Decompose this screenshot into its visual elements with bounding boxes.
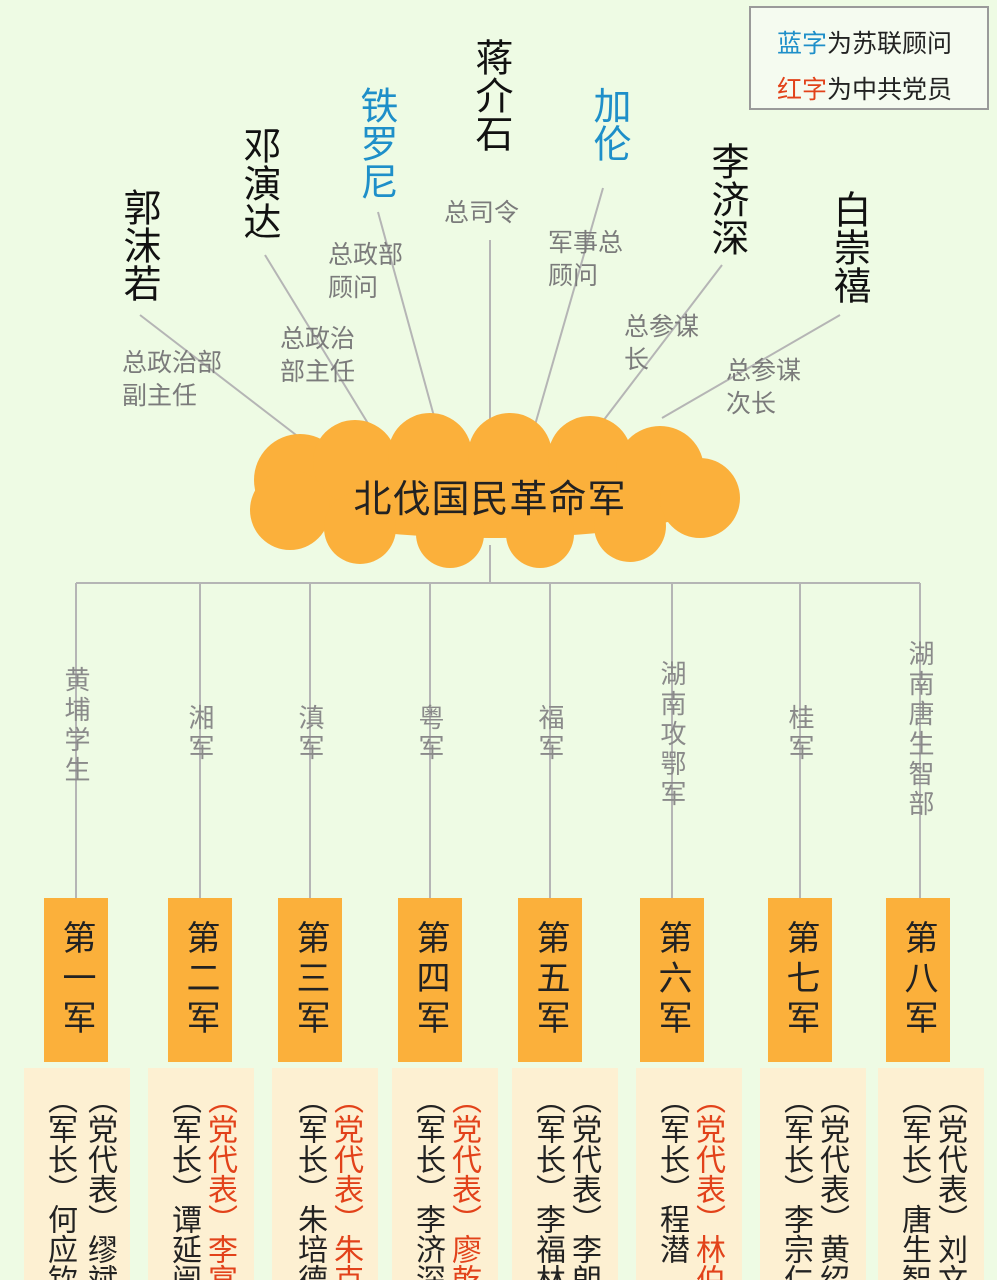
army-origin: 湖南攻鄂军 <box>656 660 686 810</box>
connector-guo <box>139 314 301 439</box>
army-leadership-box: （党代表）李朗 （军长）李福林 <box>512 1068 618 1280</box>
role-line: 副主任 <box>122 381 198 410</box>
role-line: 顾问 <box>548 261 599 290</box>
leader-name: 铁罗尼 <box>354 86 398 200</box>
role-line: 军事总 <box>548 228 624 257</box>
role-line: 总司令 <box>444 198 520 227</box>
legend-row-blue: 蓝字为苏联顾问 <box>777 24 952 60</box>
army-box: 第二军 <box>168 898 232 1062</box>
leader-name: 白崇禧 <box>827 190 871 304</box>
army-origin: 黄埔学生 <box>60 666 90 786</box>
leader-name: 邓演达 <box>237 126 281 240</box>
army-leadership-box: （党代表）朱克 （军长）朱培德 <box>272 1068 378 1280</box>
army-box: 第六军 <box>640 898 704 1062</box>
party-rep: （党代表）朱克 <box>328 1084 363 1280</box>
army-commander: （军长）程潜 <box>654 1084 689 1264</box>
connector-bai <box>661 314 841 419</box>
role-line: 长 <box>624 345 650 374</box>
legend-box: 蓝字为苏联顾问 红字为中共党员 <box>749 6 989 110</box>
leader-name: 加伦 <box>587 86 631 162</box>
leader-role: 总政治部副主任 <box>122 346 222 412</box>
party-rep: （党代表）刘文 <box>932 1084 967 1280</box>
army-leadership-box: （党代表）刘文 （军长）唐生智 <box>878 1068 984 1280</box>
leader-name: 蒋介石 <box>469 38 513 152</box>
party-rep: （党代表）黄绍 <box>814 1084 849 1280</box>
army-origin: 粤军 <box>414 704 444 764</box>
party-rep: （党代表）李朗 <box>566 1084 601 1280</box>
army-leadership-box: （党代表）李富 （军长）谭延闿 <box>148 1068 254 1280</box>
party-rep: （党代表）林伯 <box>690 1084 725 1280</box>
leader-role: 总政部顾问 <box>328 238 403 304</box>
role-line: 部主任 <box>280 357 356 386</box>
party-rep: （党代表）廖乾 <box>446 1084 481 1280</box>
army-origin: 湘军 <box>184 704 214 764</box>
army-box: 第八军 <box>886 898 950 1062</box>
army-commander: （军长）李福林 <box>530 1084 565 1280</box>
legend-row-red: 红字为中共党员 <box>777 70 952 106</box>
army-origin: 桂军 <box>784 704 814 764</box>
connector-li <box>599 264 723 426</box>
army-commander: （军长）谭延闿 <box>166 1084 201 1280</box>
connector-jialun <box>534 187 604 426</box>
army-commander: （军长）唐生智 <box>896 1084 931 1280</box>
leader-role: 总政治部主任 <box>280 322 355 388</box>
army-origin: 滇军 <box>294 704 324 764</box>
army-leadership-box: （党代表）缪斌 （军长）何应钦 <box>24 1068 130 1280</box>
party-rep: （党代表）缪斌 <box>82 1084 117 1280</box>
leader-role: 总参谋次长 <box>726 354 801 420</box>
leader-role: 军事总顾问 <box>548 226 623 292</box>
army-commander: （军长）朱培德 <box>292 1084 327 1280</box>
army-origin: 湖南唐生智部 <box>904 640 934 820</box>
army-leadership-box: （党代表）林伯 （军长）程潜 <box>636 1068 742 1280</box>
army-leadership-box: （党代表）廖乾 （军长）李济深 <box>392 1068 498 1280</box>
army-origin: 福军 <box>534 704 564 764</box>
role-line: 总政治 <box>280 324 356 353</box>
center-title: 北伐国民革命军 <box>353 477 627 521</box>
army-box: 第一军 <box>44 898 108 1062</box>
connector-tieluoni <box>377 211 436 421</box>
leader-role: 总司令 <box>444 196 519 229</box>
legend-blue-key: 蓝字 <box>777 29 828 58</box>
role-line: 总参谋 <box>624 312 700 341</box>
army-box: 第七军 <box>768 898 832 1062</box>
leader-name: 郭沫若 <box>117 188 161 302</box>
army-commander: （军长）何应钦 <box>42 1084 77 1280</box>
army-box: 第五军 <box>518 898 582 1062</box>
leader-name: 李济深 <box>705 142 749 256</box>
legend-blue-text: 为苏联顾问 <box>827 29 953 58</box>
army-leadership-box: （党代表）黄绍 （军长）李宗仁 <box>760 1068 866 1280</box>
cloud-shape <box>250 413 740 568</box>
army-commander: （军长）李宗仁 <box>778 1084 813 1280</box>
army-commander: （军长）李济深 <box>410 1084 445 1280</box>
party-rep: （党代表）李富 <box>202 1084 237 1280</box>
legend-red-text: 为中共党员 <box>827 75 953 104</box>
role-line: 总参谋 <box>726 356 802 385</box>
legend-red-key: 红字 <box>777 75 828 104</box>
leader-role: 总参谋长 <box>624 310 699 376</box>
army-box: 第三军 <box>278 898 342 1062</box>
army-box: 第四军 <box>398 898 462 1062</box>
role-line: 总政治部 <box>122 348 223 377</box>
role-line: 总政部 <box>328 240 404 269</box>
role-line: 顾问 <box>328 273 379 302</box>
role-line: 次长 <box>726 389 777 418</box>
connector-deng <box>264 254 373 431</box>
